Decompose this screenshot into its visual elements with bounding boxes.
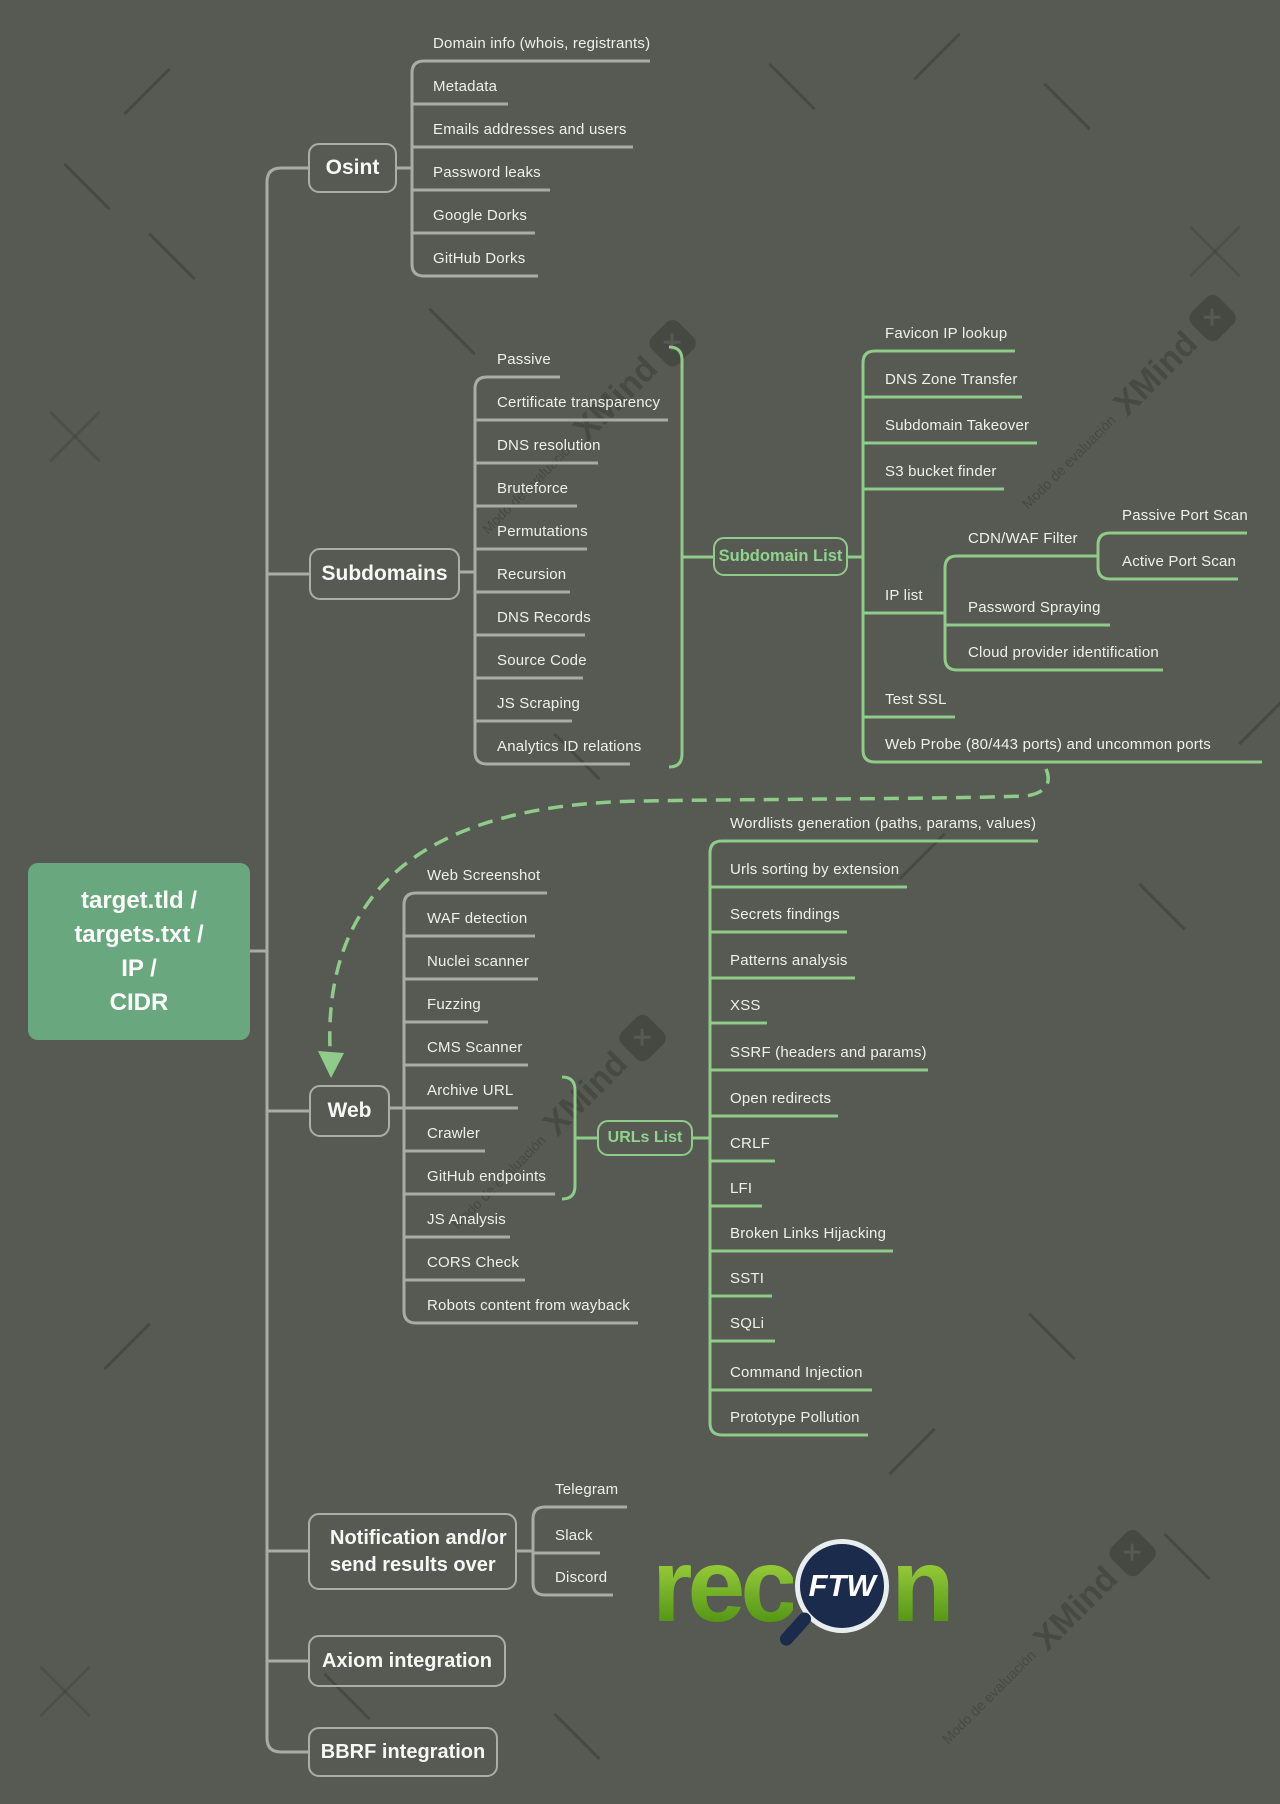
subtopic-label[interactable]: CRLF bbox=[730, 1135, 770, 1152]
subtopic-label[interactable]: Password Spraying bbox=[968, 599, 1101, 616]
dashed-feedback-arrow bbox=[328, 768, 1050, 1049]
subtopic-label[interactable]: Active Port Scan bbox=[1122, 553, 1237, 570]
trunk-connector bbox=[265, 166, 308, 1754]
summary-brace-subdomain-list bbox=[668, 345, 713, 769]
notification-line2: send results over bbox=[330, 1553, 496, 1576]
subtopic-label[interactable]: SSRF (headers and params) bbox=[730, 1044, 927, 1061]
subtopic-label[interactable]: Emails addresses and users bbox=[433, 121, 627, 138]
subtopic-label[interactable]: JS Scraping bbox=[497, 695, 581, 712]
notification-line1: Notification and/or bbox=[330, 1526, 507, 1549]
subtopic-label[interactable]: Urls sorting by extension bbox=[730, 861, 900, 878]
subtopic-label[interactable]: Discord bbox=[555, 1569, 608, 1586]
topic-web[interactable]: Web bbox=[309, 1085, 390, 1137]
subtopic-connector bbox=[693, 839, 1038, 1437]
subtopic-label[interactable]: Crawler bbox=[427, 1125, 481, 1142]
subtopic-label[interactable]: Passive bbox=[497, 351, 551, 368]
subtopic-label[interactable]: Favicon IP lookup bbox=[885, 325, 1008, 342]
subtopic-connector bbox=[943, 554, 1163, 672]
subtopic-label[interactable]: GitHub endpoints bbox=[427, 1168, 547, 1185]
subtopic-label[interactable]: Slack bbox=[555, 1527, 593, 1544]
root-line: CIDR bbox=[109, 988, 169, 1016]
subtopic-label[interactable]: WAF detection bbox=[427, 910, 528, 927]
subtopic-label[interactable]: Archive URL bbox=[427, 1082, 514, 1099]
subtopic-label[interactable]: GitHub Dorks bbox=[433, 250, 526, 267]
summary-brace-urls-list bbox=[561, 1075, 597, 1201]
subtopic-label[interactable]: Web Screenshot bbox=[427, 867, 541, 884]
reconftw-logo: rec FTW n bbox=[652, 1528, 955, 1649]
subtopic-connector bbox=[397, 59, 650, 278]
subtopic-label[interactable]: Source Code bbox=[497, 652, 587, 669]
subtopic-label[interactable]: Password leaks bbox=[433, 164, 541, 181]
subtopic-label[interactable]: IP list bbox=[885, 587, 923, 604]
root-line: targets.txt / bbox=[74, 920, 204, 948]
topic-subdomains[interactable]: Subdomains bbox=[309, 548, 460, 600]
subtopic-label[interactable]: Google Dorks bbox=[433, 207, 528, 224]
subtopic-connector bbox=[517, 1505, 627, 1597]
subtopic-label[interactable]: Wordlists generation (paths, params, val… bbox=[730, 815, 1037, 832]
subtopic-label[interactable]: DNS Records bbox=[497, 609, 591, 626]
subtopic-label[interactable]: Permutations bbox=[497, 523, 588, 540]
subtopic-label[interactable]: Command Injection bbox=[730, 1364, 863, 1381]
root-line: target.tld / bbox=[80, 886, 197, 914]
subtopic-label[interactable]: CMS Scanner bbox=[427, 1039, 523, 1056]
subtopic-connector bbox=[390, 891, 638, 1325]
subtopic-label[interactable]: Patterns analysis bbox=[730, 952, 848, 969]
subtopic-label[interactable]: Secrets findings bbox=[730, 906, 840, 923]
subtopic-connector bbox=[1096, 531, 1247, 581]
subtopic-label[interactable]: Open redirects bbox=[730, 1090, 832, 1107]
subtopic-label[interactable]: Passive Port Scan bbox=[1122, 507, 1248, 524]
subtopic-label[interactable]: Domain info (whois, registrants) bbox=[433, 35, 651, 52]
subtopic-connector bbox=[460, 375, 668, 766]
topic-urls-list[interactable]: URLs List bbox=[597, 1120, 693, 1156]
subtopic-label[interactable]: Subdomain Takeover bbox=[885, 417, 1030, 434]
subtopic-label[interactable]: LFI bbox=[730, 1180, 753, 1197]
subtopic-label[interactable]: Broken Links Hijacking bbox=[730, 1225, 887, 1242]
topic-osint[interactable]: Osint bbox=[308, 143, 397, 193]
subtopic-label[interactable]: S3 bucket finder bbox=[885, 463, 997, 480]
subtopic-label[interactable]: Robots content from wayback bbox=[427, 1297, 630, 1314]
subtopic-label[interactable]: DNS Zone Transfer bbox=[885, 371, 1018, 388]
subtopic-label[interactable]: Metadata bbox=[433, 78, 498, 95]
subtopic-label[interactable]: Recursion bbox=[497, 566, 567, 583]
topic-notification[interactable]: Notification and/or send results over bbox=[308, 1513, 517, 1590]
root-topic[interactable]: target.tld / targets.txt / IP / CIDR bbox=[28, 863, 250, 1040]
topic-bbrf-integration[interactable]: BBRF integration bbox=[308, 1727, 498, 1777]
subtopic-label[interactable]: DNS resolution bbox=[497, 437, 601, 454]
subtopic-label[interactable]: Nuclei scanner bbox=[427, 953, 530, 970]
subtopic-label[interactable]: Analytics ID relations bbox=[497, 738, 642, 755]
subtopic-label[interactable]: Certificate transparency bbox=[497, 394, 661, 411]
subtopic-label[interactable]: Telegram bbox=[555, 1481, 619, 1498]
magnifier-icon: FTW bbox=[777, 1539, 890, 1649]
subtopic-label[interactable]: JS Analysis bbox=[427, 1211, 506, 1228]
topic-axiom-integration[interactable]: Axiom integration bbox=[308, 1635, 506, 1687]
subtopic-label[interactable]: XSS bbox=[730, 997, 761, 1014]
subtopic-label[interactable]: SQLi bbox=[730, 1315, 765, 1332]
topic-subdomain-list[interactable]: Subdomain List bbox=[713, 537, 848, 576]
subtopic-label[interactable]: Web Probe (80/443 ports) and uncommon po… bbox=[885, 736, 1211, 753]
subtopic-connector bbox=[848, 349, 1262, 764]
subtopic-label[interactable]: CORS Check bbox=[427, 1254, 520, 1271]
logo-text-post: n bbox=[891, 1528, 954, 1644]
subtopic-label[interactable]: CDN/WAF Filter bbox=[968, 530, 1078, 547]
dashed-arrow-head bbox=[318, 1051, 344, 1078]
logo-lens-text: FTW bbox=[795, 1539, 890, 1633]
root-line: IP / bbox=[121, 954, 157, 982]
subtopic-label[interactable]: SSTI bbox=[730, 1270, 765, 1287]
subtopic-label[interactable]: Prototype Pollution bbox=[730, 1409, 860, 1426]
subtopic-label[interactable]: Cloud provider identification bbox=[968, 644, 1159, 661]
logo-text-pre: rec bbox=[652, 1528, 798, 1644]
subtopic-label[interactable]: Test SSL bbox=[885, 691, 947, 708]
subtopic-label[interactable]: Fuzzing bbox=[427, 996, 481, 1013]
subtopic-label[interactable]: Bruteforce bbox=[497, 480, 569, 497]
